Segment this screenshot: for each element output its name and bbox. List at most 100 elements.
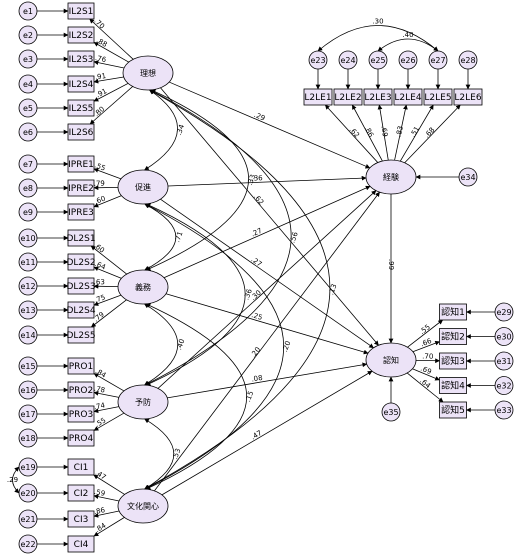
loading-label: .84 [94, 521, 108, 534]
observed-dl2s4: DL2S4 [66, 301, 96, 319]
latent-label: 経験 [383, 172, 399, 182]
observed-l2le3: L2LE3 [363, 88, 393, 106]
loading-label: .60 [93, 195, 106, 207]
error-label: e23 [310, 56, 325, 65]
observed-label: CI4 [74, 540, 89, 550]
loading-label: .63 [94, 278, 105, 286]
latent-sokushin: 促進 [117, 169, 169, 205]
observed-n2: 認知2 [439, 328, 467, 345]
latent-bunka: 文化関心 [117, 488, 169, 524]
error-label: e21 [20, 515, 35, 524]
loading-label: .55 [94, 416, 108, 429]
loading-arrow [93, 266, 122, 279]
loading-arrow [93, 517, 125, 537]
observed-box [67, 484, 95, 502]
loading-label: .55 [93, 161, 106, 172]
loading-label: .74 [93, 401, 106, 411]
latent-label: 促進 [135, 182, 151, 192]
error-term-e4: e4 [18, 74, 38, 94]
error-label: e8 [23, 184, 33, 193]
loading-label: .66 [420, 337, 434, 349]
error-term-e6: e6 [18, 122, 38, 142]
covariance-arc [144, 89, 178, 171]
loading-label: .68 [423, 126, 436, 140]
observed-box [439, 352, 467, 370]
error-term-e30: e30 [494, 327, 514, 346]
error-circle [18, 276, 38, 296]
structural-path [165, 293, 369, 355]
error-label: e4 [23, 80, 33, 89]
covariance-label: .34 [175, 123, 187, 137]
loading-label: .84 [94, 367, 108, 380]
observed-pro1: PRO1 [67, 357, 95, 375]
error-term-e1: e1 [18, 1, 38, 21]
observed-label: PRO2 [69, 386, 94, 396]
covariance-label: .30 [372, 18, 383, 26]
loading-label: .91 [95, 87, 109, 99]
path-coefficient: .47 [250, 429, 264, 442]
latent-ellipse [117, 169, 169, 205]
loading-arrow [407, 319, 444, 348]
error-label: e2 [23, 31, 33, 40]
observed-label: IL2S6 [69, 128, 94, 138]
latent-yobo: 予防 [117, 384, 169, 420]
observed-l2le5: L2LE5 [423, 88, 453, 106]
covariance-label: .71 [173, 230, 184, 243]
error-term-e13: e13 [18, 300, 38, 320]
latent-label: 予防 [135, 397, 151, 407]
observed-box [67, 203, 95, 221]
observed-box [303, 88, 333, 106]
latent-ellipse [365, 159, 417, 195]
loading-arrow [93, 76, 124, 84]
error-circle [381, 402, 401, 422]
observed-n5: 認知5 [439, 401, 467, 419]
observed-pro2: PRO2 [67, 381, 95, 399]
observed-ci3: CI3 [67, 510, 95, 528]
error-term-e27: e27 [428, 50, 448, 70]
error-label: e22 [20, 540, 35, 549]
path-coefficient: .62 [252, 193, 265, 207]
observed-box [67, 123, 95, 141]
observed-box [67, 429, 95, 447]
error-circle [18, 380, 38, 400]
observed-box [67, 229, 95, 247]
covariance-arc [144, 203, 176, 271]
loading-arrow [93, 42, 129, 63]
error-label: e32 [496, 382, 511, 391]
error-circle [494, 302, 514, 322]
error-circle [18, 252, 38, 272]
loading-label: .88 [95, 36, 109, 48]
covariance-label: .40 [402, 31, 413, 39]
loading-arrow [89, 86, 133, 125]
error-circle [18, 534, 38, 554]
error-label: e13 [20, 306, 35, 315]
error-term-e19: e19 [18, 457, 38, 477]
covariance-arc [317, 25, 439, 52]
loading-label: .86 [93, 506, 106, 516]
loading-label: .55 [418, 323, 432, 336]
path-coefficient: .36 [251, 174, 263, 182]
error-term-e29: e29 [494, 302, 514, 322]
observed-label: DL2S2 [66, 258, 95, 268]
error-label: e27 [430, 56, 445, 65]
error-circle [18, 202, 38, 222]
observed-box [67, 301, 95, 319]
observed-label: L2LE2 [334, 93, 361, 103]
structural-path [163, 185, 371, 279]
path-coefficient: .27 [250, 227, 263, 239]
error-term-e7: e7 [18, 154, 38, 174]
loading-label: .51 [409, 125, 422, 139]
error-term-e26: e26 [398, 50, 418, 70]
error-term-e10: e10 [18, 228, 38, 248]
loading-label: .76 [94, 54, 107, 64]
loading-arrow [377, 104, 389, 161]
error-label: e24 [340, 56, 355, 65]
observed-label: CI1 [74, 463, 89, 473]
observed-box [67, 179, 95, 197]
observed-box [423, 88, 453, 106]
loading-label: .64 [418, 377, 432, 391]
observed-l2le4: L2LE4 [393, 88, 423, 106]
error-label: e29 [496, 308, 511, 317]
observed-box [67, 253, 95, 271]
observed-label: 認知4 [441, 380, 465, 392]
